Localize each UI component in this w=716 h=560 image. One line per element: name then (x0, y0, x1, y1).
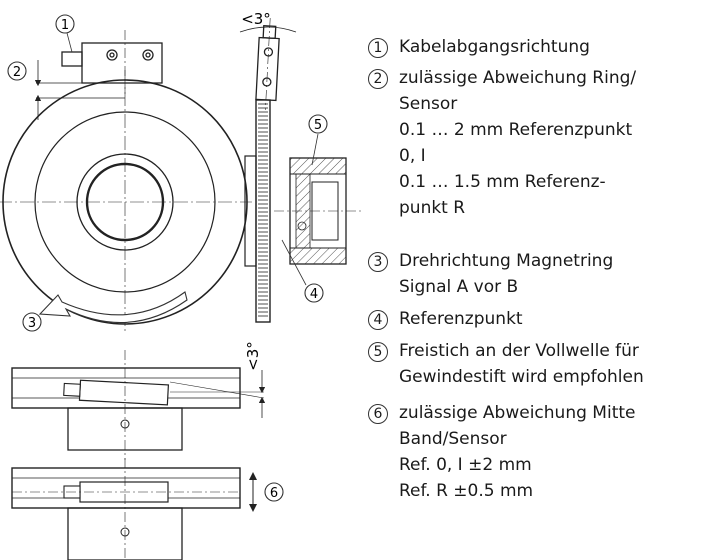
angle-mark-top: <3° (239, 10, 297, 33)
gap-dimension (34, 60, 125, 120)
legend-number: 6 (368, 404, 388, 424)
bottom-view-tilt (11, 350, 266, 460)
callout-4: 4 (281, 239, 324, 303)
svg-text:3: 3 (28, 316, 36, 331)
legend-text: Drehrichtung Magnetring Signal A vor B (399, 251, 614, 297)
legend-text: zulässige Abweichung Ring/ Sensor 0.1 … … (399, 68, 637, 218)
magnet-ring-side-view (244, 99, 362, 323)
legend-number: 1 (368, 38, 388, 58)
sensor-head-side (255, 18, 280, 110)
legend-number: 4 (368, 310, 388, 330)
legend-number: 2 (368, 69, 388, 89)
legend-text: Kabelabgangsrichtung (399, 37, 590, 57)
svg-text:1: 1 (61, 18, 69, 33)
bottom-view-offset (11, 458, 257, 560)
technical-drawing: 1 2 3 <3° (0, 10, 362, 560)
legend-number: 3 (368, 252, 388, 272)
rotation-direction-arrow: 3 (22, 291, 188, 332)
svg-text:<3°: <3° (241, 10, 271, 28)
legend-text: Freistich an der Vollwelle für Gewindest… (399, 341, 644, 387)
legend: 1 Kabelabgangsrichtung 2 zulässige Abwei… (368, 0, 714, 560)
callout-5: 5 (308, 114, 328, 166)
svg-text:6: 6 (270, 486, 278, 501)
legend-text: zulässige Abweichung Mitte Band/Sensor R… (399, 403, 636, 501)
legend-number: 5 (368, 342, 388, 362)
svg-text:4: 4 (310, 287, 318, 302)
svg-text:5: 5 (314, 118, 322, 133)
angle-mark-side: <3° (244, 341, 262, 371)
callout-6: 6 (264, 482, 284, 502)
callout-1: 1 (55, 14, 75, 53)
svg-text:2: 2 (13, 65, 21, 80)
legend-text: Referenzpunkt (399, 309, 523, 329)
sensor-head-top (61, 30, 163, 95)
callout-2: 2 (7, 61, 27, 81)
